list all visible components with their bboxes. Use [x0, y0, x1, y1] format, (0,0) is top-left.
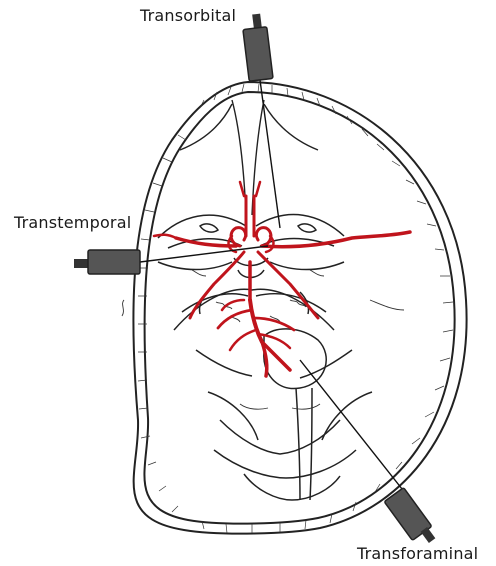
transorbital-probe-cable [252, 14, 262, 29]
probe-transorbital [243, 14, 280, 228]
transorbital-probe-body [243, 27, 273, 82]
transtemporal-probe-cable [74, 259, 88, 268]
label-transorbital: Transorbital [140, 6, 236, 25]
cerebral-arteries [154, 182, 410, 376]
label-transtemporal: Transtemporal [14, 213, 131, 232]
label-transforaminal: Transforaminal [357, 544, 478, 563]
frontal-midline [180, 100, 318, 215]
transtemporal-probe-body [88, 250, 140, 274]
